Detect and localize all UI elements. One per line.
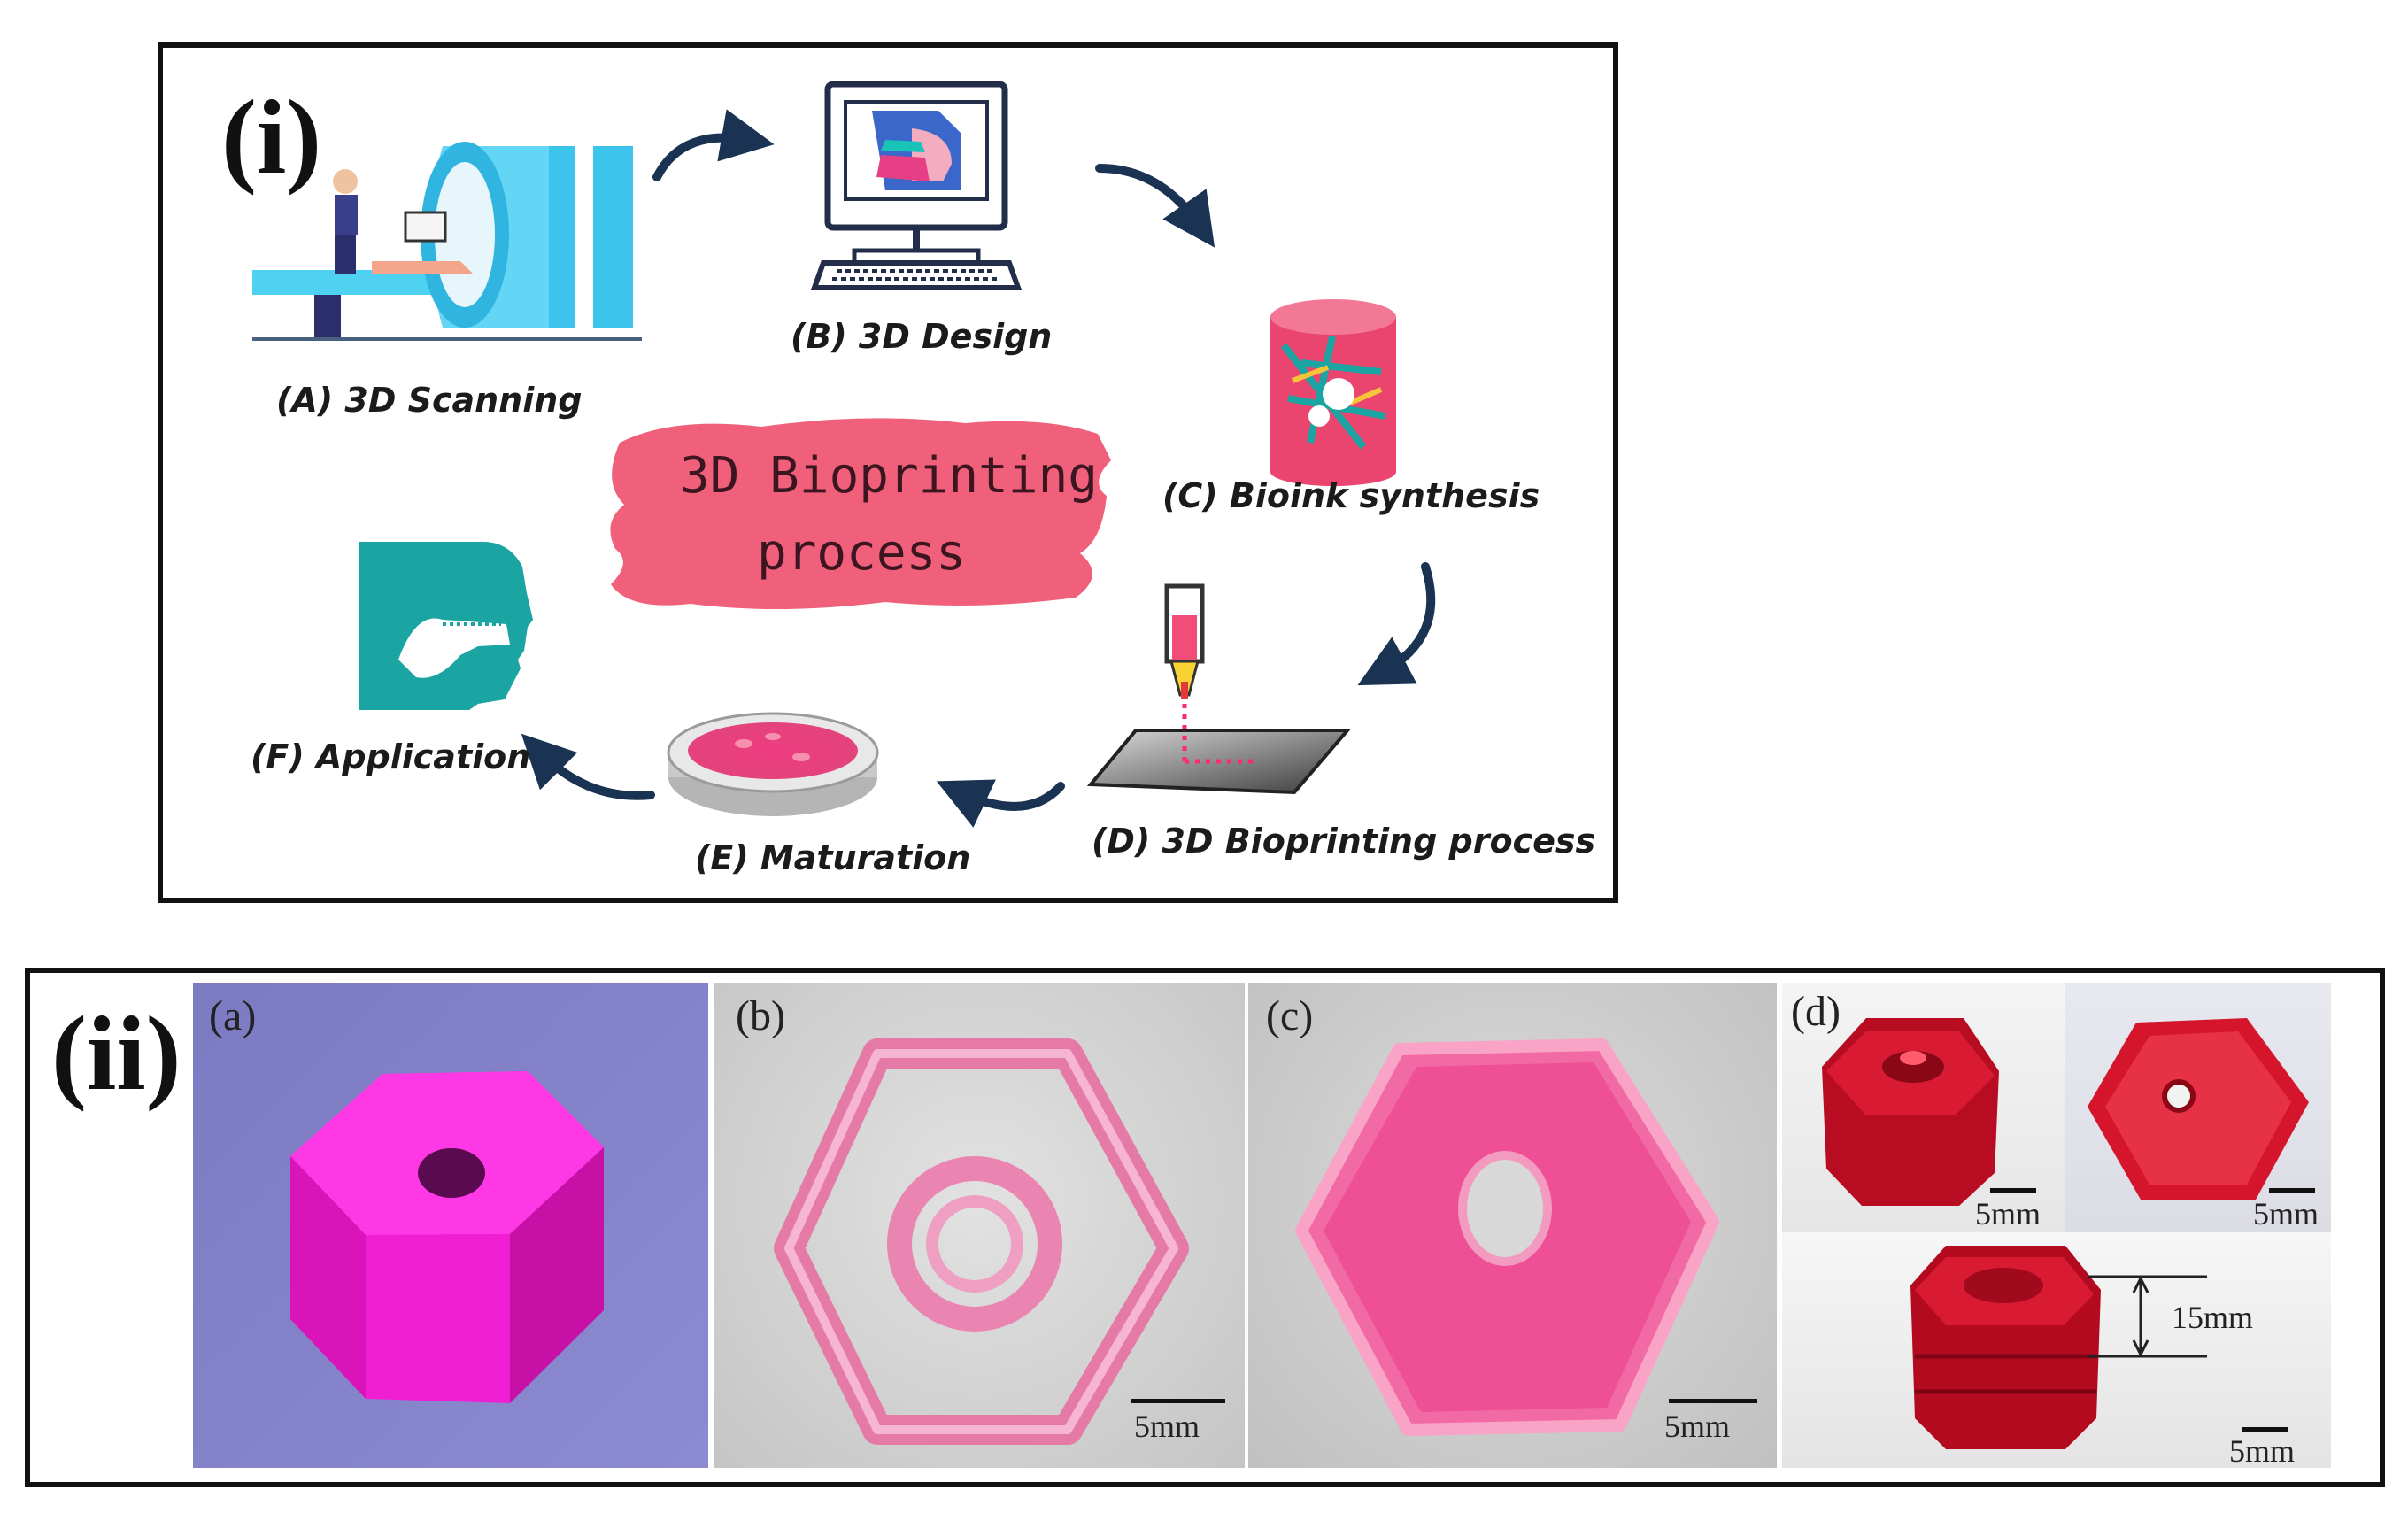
center-title-line2: process — [757, 524, 967, 582]
photo-b-outline-print: (b) 5mm — [714, 983, 1245, 1468]
hexagon-prism-model — [290, 1071, 604, 1403]
petri-dish-icon — [667, 712, 879, 816]
photo-c-filled-print: (c) 5mm — [1248, 983, 1777, 1468]
step-e-label: (E) Maturation — [695, 838, 971, 877]
photo-d-3: 15mm 5mm — [1782, 1232, 2331, 1468]
center-title-line1: 3D Bioprinting — [680, 447, 1099, 505]
photo-d-1: (d) 5mm — [1782, 983, 2065, 1232]
computer-design-icon — [810, 81, 1023, 290]
step-d-label: (D) 3D Bioprinting process — [1092, 822, 1596, 861]
step-b-label: (B) 3D Design — [791, 317, 1053, 356]
photo-a-model: (a) — [193, 983, 708, 1468]
scale-text-b: 5mm — [1134, 1409, 1200, 1444]
scale-bar-d1 — [1990, 1188, 2036, 1193]
scale-bar-c — [1669, 1399, 1757, 1403]
scale-text-d2: 5mm — [2253, 1196, 2319, 1231]
red-gel-top-view — [2088, 1018, 2309, 1200]
scale-text-c: 5mm — [1664, 1409, 1731, 1444]
scale-bar-d2 — [2269, 1188, 2315, 1193]
mri-scanner-icon — [252, 142, 642, 341]
scale-text-d3: 5mm — [2229, 1433, 2296, 1468]
sub-a-label: (a) — [209, 992, 257, 1039]
hexagon-filled-gel — [1295, 1038, 1719, 1436]
face-jaw-icon — [359, 541, 533, 710]
brush-stroke-background — [610, 418, 1111, 610]
hexagon-ring-gel — [774, 1038, 1189, 1445]
panel-ii-label: (ii) — [51, 994, 181, 1112]
red-gel-side-view — [1822, 1018, 1999, 1206]
step-a-label: (A) 3D Scanning — [276, 381, 583, 420]
flow-arrow-icon — [521, 109, 1436, 828]
scale-bar-b — [1131, 1399, 1225, 1403]
height-dimension-text: 15mm — [2172, 1300, 2254, 1335]
bioprinter-icon — [1086, 583, 1352, 795]
bioink-container-icon — [1270, 299, 1396, 486]
sub-c-label: (c) — [1266, 992, 1314, 1039]
scale-text-d1: 5mm — [1975, 1196, 2041, 1231]
sub-b-label: (b) — [736, 992, 785, 1039]
step-f-label: (F) Application — [251, 737, 531, 776]
step-c-label: (C) Bioink synthesis — [1162, 476, 1540, 515]
scale-bar-d3 — [2242, 1427, 2288, 1432]
red-gel-height-view — [1910, 1246, 2207, 1449]
sub-d-label: (d) — [1791, 988, 1841, 1035]
panel-i-label: (i) — [221, 78, 322, 196]
photo-d-2: 5mm — [2065, 983, 2331, 1232]
